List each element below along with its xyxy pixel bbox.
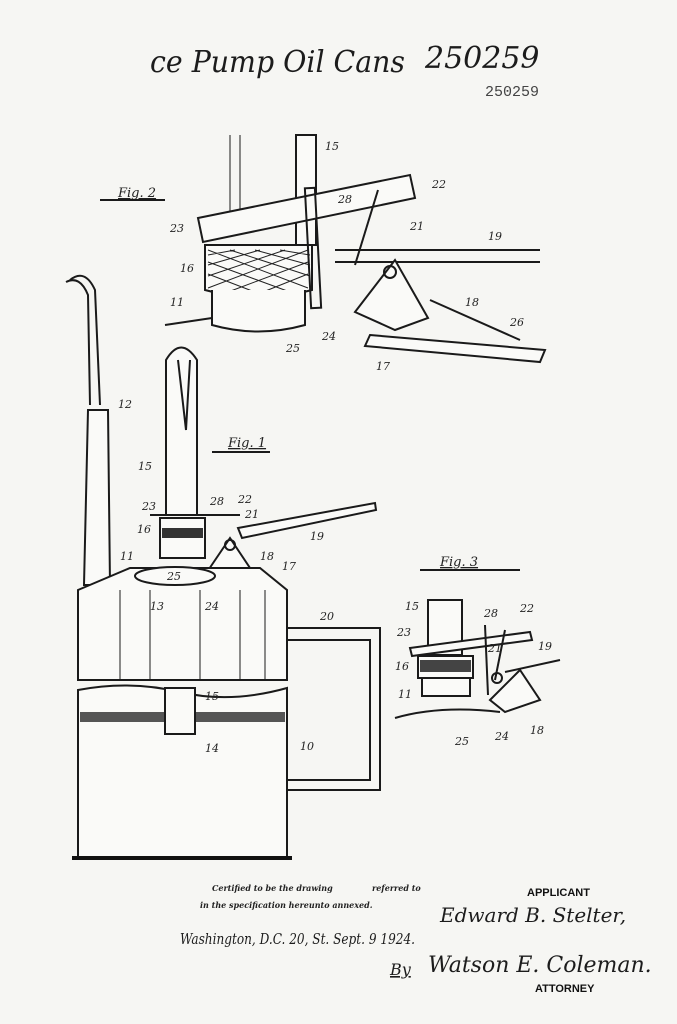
reference-numeral: 25: [454, 735, 469, 748]
cert-line-2: in the specification hereunto annexed.: [200, 900, 373, 910]
reference-numeral: 22: [237, 493, 252, 506]
fig1-label: Fig. 1: [227, 436, 266, 451]
reference-numeral: 10: [300, 740, 314, 753]
reference-numeral: 21: [487, 642, 502, 655]
patent-number-stamp: 250259: [485, 84, 539, 101]
reference-numeral: 19: [538, 640, 552, 653]
reference-numeral: 15: [138, 460, 152, 473]
figure-2: Fig. 2 15 22 28 23 21 19 16 11 18 26: [100, 134, 547, 373]
reference-numeral: 20: [319, 610, 334, 623]
reference-numeral: 28: [209, 495, 224, 508]
lever-19: [236, 501, 378, 540]
reference-numeral: 21: [409, 220, 424, 233]
pump-handle-15: [165, 346, 198, 516]
reference-numeral: 24: [494, 730, 509, 743]
reference-numeral: 13: [150, 600, 164, 613]
reference-numeral: 18: [465, 296, 479, 309]
reference-numeral: 15: [205, 690, 219, 703]
fig2-label: Fig. 2: [117, 186, 156, 201]
reference-numeral: 23: [169, 222, 184, 235]
base-ring: [211, 290, 306, 333]
figure-1: Fig. 1 12 15 23 28 22 21 19 16 11: [65, 274, 381, 860]
reference-numeral: 18: [530, 724, 544, 737]
cert-line-1: Certified to be the drawing: [212, 883, 333, 893]
figure-3: Fig. 3 15 28 22 23 21 19 16 11 25 24 18: [394, 555, 561, 748]
patent-number-handwritten: 250259: [424, 41, 540, 76]
bracket-17: [353, 258, 430, 332]
reference-numeral: 25: [166, 570, 181, 583]
reference-numeral: 24: [321, 330, 336, 343]
footer: Certified to be the drawing referred to …: [180, 883, 652, 995]
reference-numeral: 14: [205, 742, 219, 755]
reference-numeral: 22: [431, 178, 446, 191]
reference-numeral: 22: [519, 602, 534, 615]
base-plate-26: [363, 333, 547, 364]
attorney-signature: Watson E. Coleman.: [428, 953, 652, 978]
reference-numeral: 18: [260, 550, 274, 563]
spout-12: [82, 409, 112, 586]
applicant-signature: Edward B. Stelter,: [439, 903, 626, 927]
reference-numeral: 16: [180, 262, 194, 275]
fig3-bar-23: [408, 630, 534, 658]
reference-numeral: 11: [120, 550, 134, 563]
reference-numeral: 17: [376, 360, 390, 373]
reference-numeral: 15: [325, 140, 339, 153]
reference-numeral: 28: [337, 193, 352, 206]
reference-numeral: 26: [509, 316, 524, 329]
reference-numeral: 25: [285, 342, 300, 355]
fig2-reference-numbers: 15 22 28 23 21 19 16 11 18 26 25 24 17: [169, 140, 524, 373]
plate-25: [134, 566, 216, 586]
fig3-bracket-18: [488, 668, 542, 714]
reference-numeral: 23: [141, 500, 156, 513]
title-handwritten: ce Pump Oil Cans: [150, 45, 405, 80]
reference-numeral: 28: [483, 607, 498, 620]
pump-tube: [164, 687, 196, 735]
reference-numeral: 16: [137, 523, 151, 536]
fig3-reference-numbers: 15 28 22 23 21 19 16 11 25 24 18: [395, 600, 552, 748]
spout-tip: [69, 274, 101, 406]
cert-line-1b: referred to: [372, 883, 421, 893]
reference-numeral: 17: [282, 560, 296, 573]
reference-numeral: 24: [204, 600, 219, 613]
fig3-label: Fig. 3: [439, 555, 478, 570]
link-21: [354, 189, 379, 266]
reference-numeral: 19: [488, 230, 502, 243]
header: ce Pump Oil Cans 250259 250259: [150, 41, 540, 101]
reference-numeral: 15: [405, 600, 419, 613]
reference-numeral: 11: [170, 296, 184, 309]
attorney-label: ATTORNEY: [535, 983, 595, 995]
fig1-reference-numbers: 12 15 23 28 22 21 19 16 11 25 18 17 13 2…: [118, 398, 334, 755]
by-label: By: [389, 960, 412, 979]
reference-numeral: 23: [396, 626, 411, 639]
cert-place-date: Washington, D.C. 20, St. Sept. 9 1924.: [180, 930, 415, 948]
reference-numeral: 16: [395, 660, 409, 673]
reference-numeral: 11: [398, 688, 412, 701]
applicant-label: APPLICANT: [527, 887, 590, 899]
reference-numeral: 12: [118, 398, 132, 411]
can-upper-body: [77, 567, 288, 681]
reference-numeral: 21: [244, 508, 259, 521]
pipe-20: [287, 627, 381, 791]
reference-numeral: 19: [310, 530, 324, 543]
